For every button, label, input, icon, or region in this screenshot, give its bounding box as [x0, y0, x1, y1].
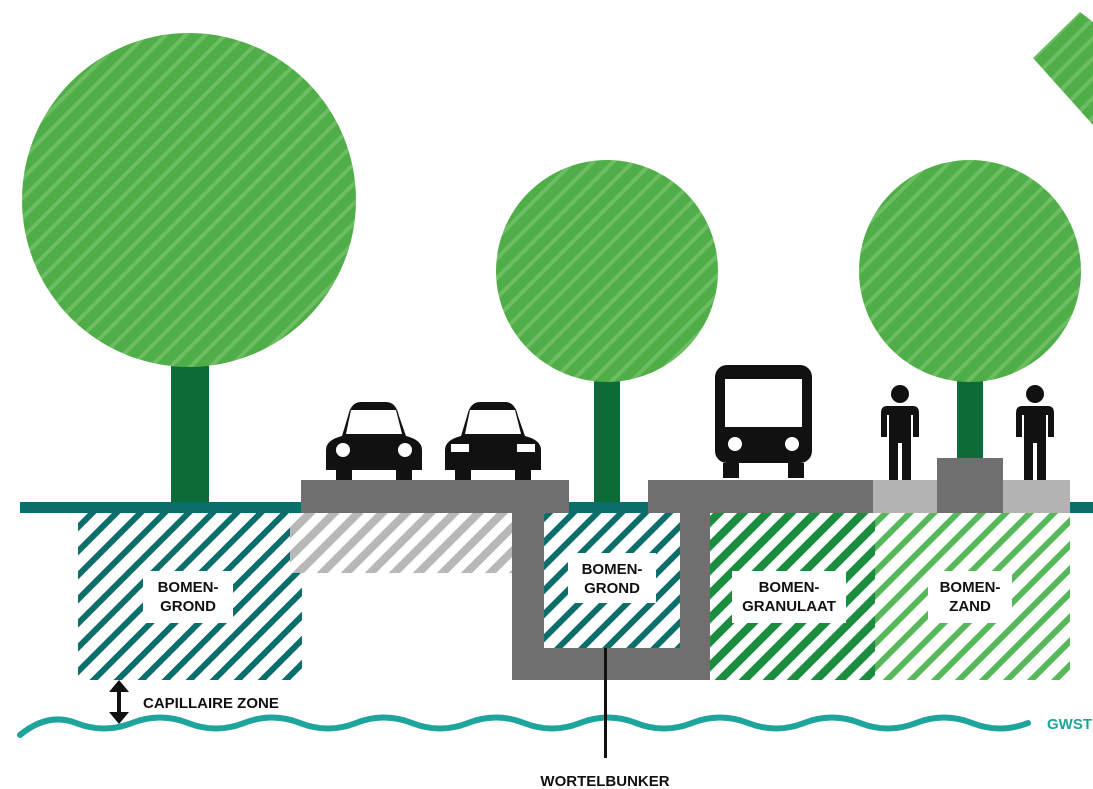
ground-line-right — [1070, 502, 1093, 513]
zone-label: BOMEN- — [940, 579, 1001, 596]
tree-middle — [496, 160, 718, 505]
tree-canopy-partial — [1033, 12, 1093, 125]
tree-pit — [937, 458, 1003, 513]
capillary-zone-label: CAPILLAIRE ZONE — [143, 695, 279, 712]
bunker-label: WORTELBUNKER — [540, 773, 669, 789]
road-left — [301, 480, 569, 513]
label-box-bomengrond-bunker: BOMEN- GROND — [568, 553, 656, 603]
zone-label: GRANULAAT — [742, 598, 836, 615]
label-box-bomenzand: BOMEN- ZAND — [928, 571, 1012, 623]
groundwater-level-label: GWST — [1047, 716, 1092, 733]
road-right — [648, 480, 873, 513]
car-icon — [445, 402, 541, 480]
person-icon — [1016, 385, 1054, 480]
zone-label: GROND — [160, 598, 216, 615]
tree-left — [22, 33, 356, 505]
zone-label: BOMEN- — [759, 579, 820, 596]
label-box-bomengrond-left: BOMEN- GROND — [143, 571, 233, 623]
tree-trunk — [171, 345, 209, 505]
soil-zone-gray-under-road — [290, 513, 512, 573]
car-icon — [326, 402, 422, 480]
root-bunker — [512, 513, 710, 680]
zone-label: GROND — [584, 580, 640, 597]
tree-canopy — [22, 33, 356, 367]
double-arrow-icon — [109, 680, 129, 724]
tree-right — [859, 160, 1081, 460]
bunker-pointer-line — [604, 648, 607, 758]
groundwater-wave — [17, 714, 1031, 738]
tree-trunk — [594, 370, 620, 505]
tree-trunk — [957, 370, 983, 460]
tree-canopy — [496, 160, 718, 382]
ground-line-left — [20, 502, 301, 513]
ground-line-mid — [569, 502, 648, 513]
zone-label: BOMEN- — [582, 561, 643, 578]
label-box-bomengranulaat: BOMEN- GRANULAAT — [732, 571, 846, 623]
person-icon — [881, 385, 919, 480]
bus-icon — [715, 365, 812, 478]
zone-label: ZAND — [949, 598, 991, 615]
zone-label: BOMEN- — [158, 579, 219, 596]
tree-canopy — [859, 160, 1081, 382]
